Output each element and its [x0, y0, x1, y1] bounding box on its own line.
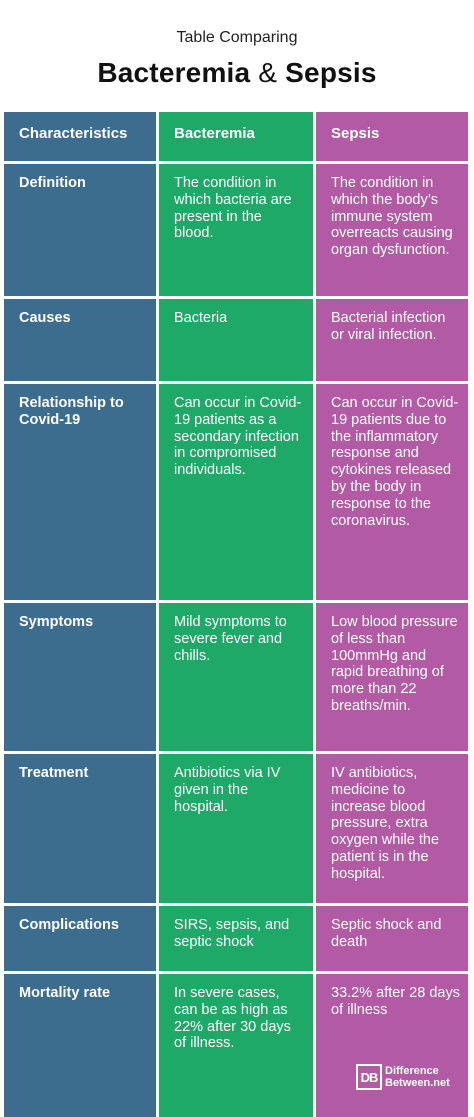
logo-line2: Between.net	[385, 1077, 450, 1089]
row-label: Mortality rate	[4, 974, 156, 1117]
sepsis-cell: The condition in which the body’s immune…	[316, 164, 468, 296]
db-logo-mark: DB	[356, 1064, 382, 1090]
bacteremia-cell: Can occur in Covid-19 patients as a seco…	[159, 384, 313, 600]
table-row: Treatment Antibiotics via IV given in th…	[4, 754, 470, 903]
sepsis-cell: Low blood pressure of less than 100mmHg …	[316, 603, 468, 751]
row-label: Definition	[4, 164, 156, 296]
table-row: Symptoms Mild symptoms to severe fever a…	[4, 603, 470, 751]
sepsis-cell: Septic shock and death	[316, 906, 468, 971]
logo-text: Difference Between.net	[385, 1065, 450, 1089]
bacteremia-cell: SIRS, sepsis, and septic shock	[159, 906, 313, 971]
comparison-table: Characteristics Bacteremia Sepsis Defini…	[4, 112, 470, 1117]
row-label: Causes	[4, 299, 156, 381]
sepsis-cell: IV antibiotics, medicine to increase blo…	[316, 754, 468, 903]
bacteremia-cell: Bacteria	[159, 299, 313, 381]
row-label: Relationship to Covid-19	[4, 384, 156, 600]
sepsis-cell: 33.2% after 28 days of illness	[316, 974, 468, 1117]
page-header: Table Comparing Bacteremia & Sepsis	[0, 0, 474, 112]
bacteremia-cell: Antibiotics via IV given in the hospital…	[159, 754, 313, 903]
row-label: Complications	[4, 906, 156, 971]
bacteremia-cell: Mild symptoms to severe fever and chills…	[159, 603, 313, 751]
title-left: Bacteremia	[97, 57, 251, 88]
logo-line1: Difference	[385, 1065, 439, 1077]
title-ampersand: &	[258, 57, 278, 88]
row-label: Treatment	[4, 754, 156, 903]
row-label: Symptoms	[4, 603, 156, 751]
sepsis-cell: Bacterial infection or viral infection.	[316, 299, 468, 381]
table-row: Relationship to Covid-19 Can occur in Co…	[4, 384, 470, 600]
difference-between-logo: DB Difference Between.net	[356, 1062, 450, 1092]
table-header-row: Characteristics Bacteremia Sepsis	[4, 112, 470, 161]
column-header-bacteremia: Bacteremia	[159, 112, 313, 161]
sepsis-cell: Can occur in Covid-19 patients due to th…	[316, 384, 468, 600]
table-row: Complications SIRS, sepsis, and septic s…	[4, 906, 470, 971]
bacteremia-cell: In severe cases, can be as high as 22% a…	[159, 974, 313, 1117]
bacteremia-cell: The condition in which bacteria are pres…	[159, 164, 313, 296]
table-row: Definition The condition in which bacter…	[4, 164, 470, 296]
title-right: Sepsis	[285, 57, 377, 88]
page-subtitle: Table Comparing	[176, 29, 298, 46]
column-header-sepsis: Sepsis	[316, 112, 468, 161]
page-title: Bacteremia & Sepsis	[0, 57, 474, 89]
table-row: Mortality rate In severe cases, can be a…	[4, 974, 470, 1117]
table-row: Causes Bacteria Bacterial infection or v…	[4, 299, 470, 381]
column-header-characteristics: Characteristics	[4, 112, 156, 161]
